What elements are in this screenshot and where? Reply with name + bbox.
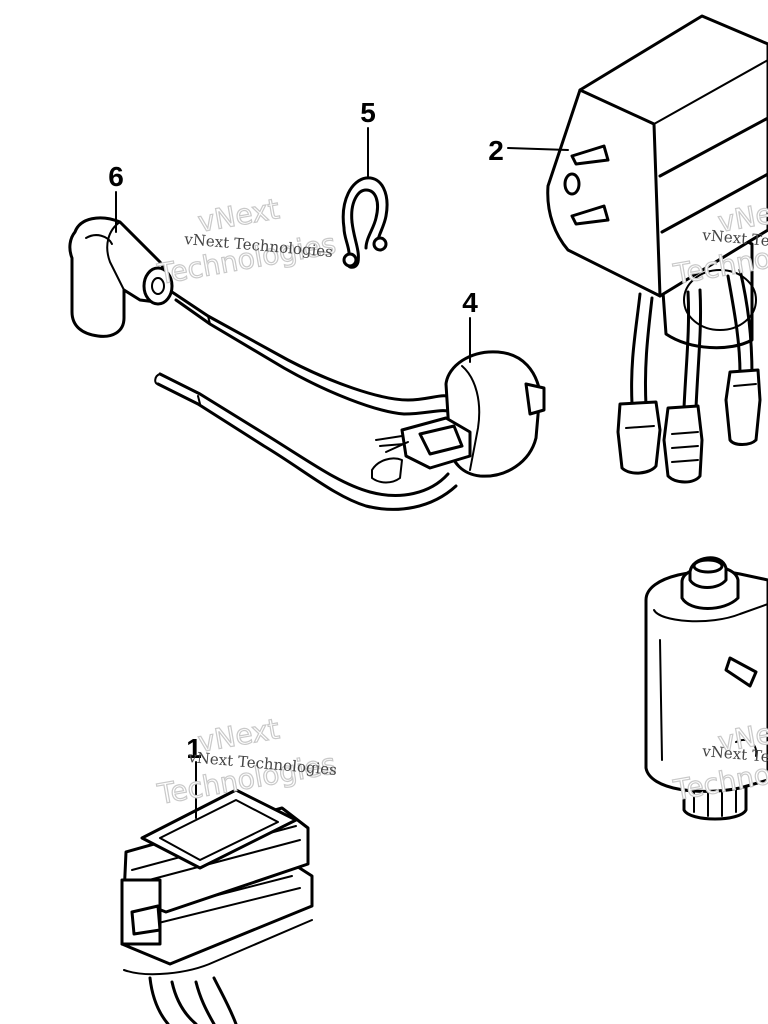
leader-line-2: [507, 147, 569, 151]
callout-1: 1: [186, 733, 202, 764]
callout-4: 4: [462, 287, 478, 318]
part-2-cdi-unit: [546, 14, 768, 484]
solenoid-unit: [644, 556, 768, 821]
watermark-1: vNext Technologies vNext Technologies: [154, 192, 339, 292]
part-4-ignition-coil: [154, 290, 546, 511]
callout-5: 5: [360, 97, 376, 128]
watermark-4: vNext Technologies vNext Technologies: [670, 712, 768, 808]
callout-6: 6: [108, 161, 124, 192]
leader-lines: [115, 127, 569, 819]
callout-2: 2: [488, 135, 504, 166]
part-1-rectifier: [120, 788, 314, 1024]
callouts: 5 2 4 6 1: [108, 97, 504, 764]
part-6-spark-plug-cap: [68, 216, 174, 338]
part-5-wire-clamp: [341, 176, 389, 269]
